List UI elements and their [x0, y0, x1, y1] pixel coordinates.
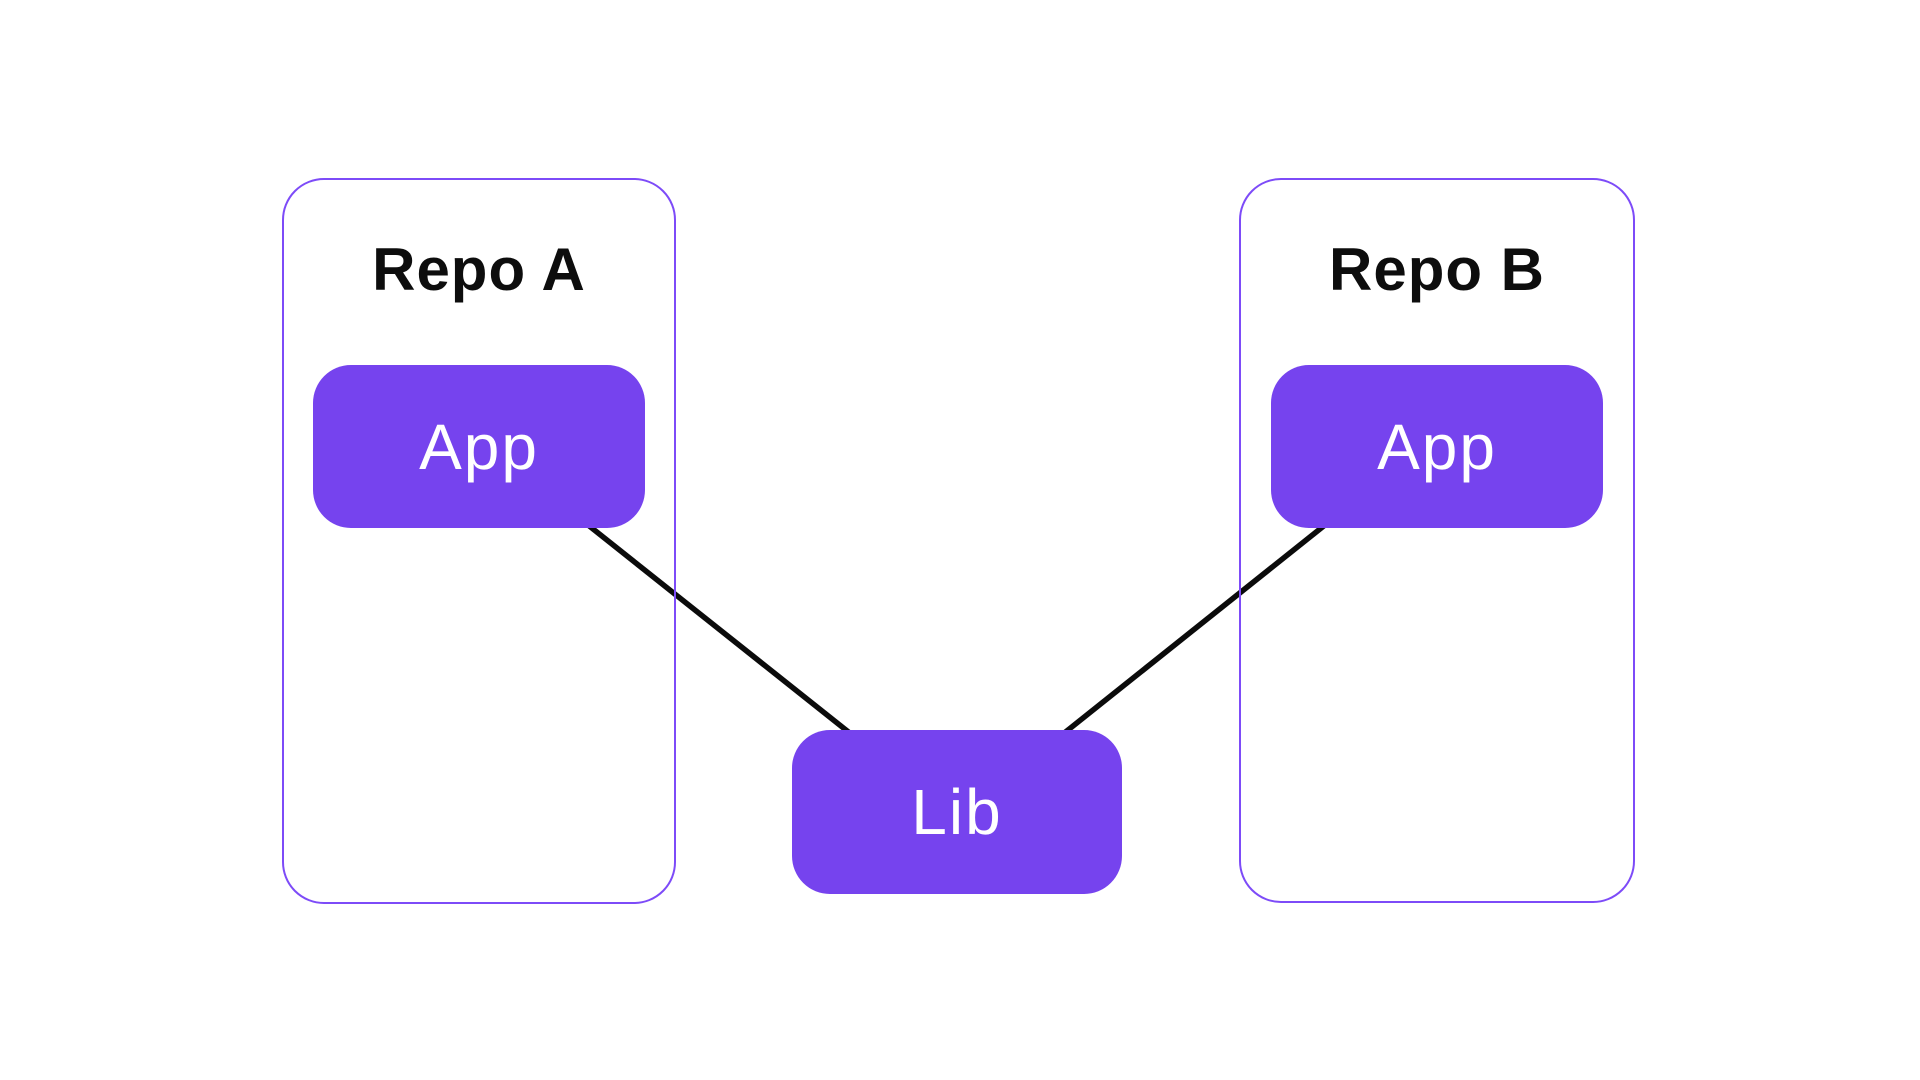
lib-label: Lib	[911, 776, 1003, 848]
repo-a-title: Repo A	[372, 236, 586, 303]
repo-b-title: Repo B	[1329, 236, 1545, 303]
repo-b-container: Repo B App	[1239, 178, 1635, 903]
edge-repo-a-app-to-lib	[581, 518, 853, 737]
repo-b-app-label: App	[1377, 410, 1497, 483]
repo-a-container: Repo A App	[282, 178, 676, 904]
repo-b-app-node: App	[1271, 365, 1603, 528]
lib-node: Lib	[792, 730, 1122, 894]
repo-a-app-node: App	[313, 365, 645, 528]
edge-repo-b-app-to-lib	[1061, 518, 1332, 737]
repo-a-app-label: App	[419, 410, 539, 483]
